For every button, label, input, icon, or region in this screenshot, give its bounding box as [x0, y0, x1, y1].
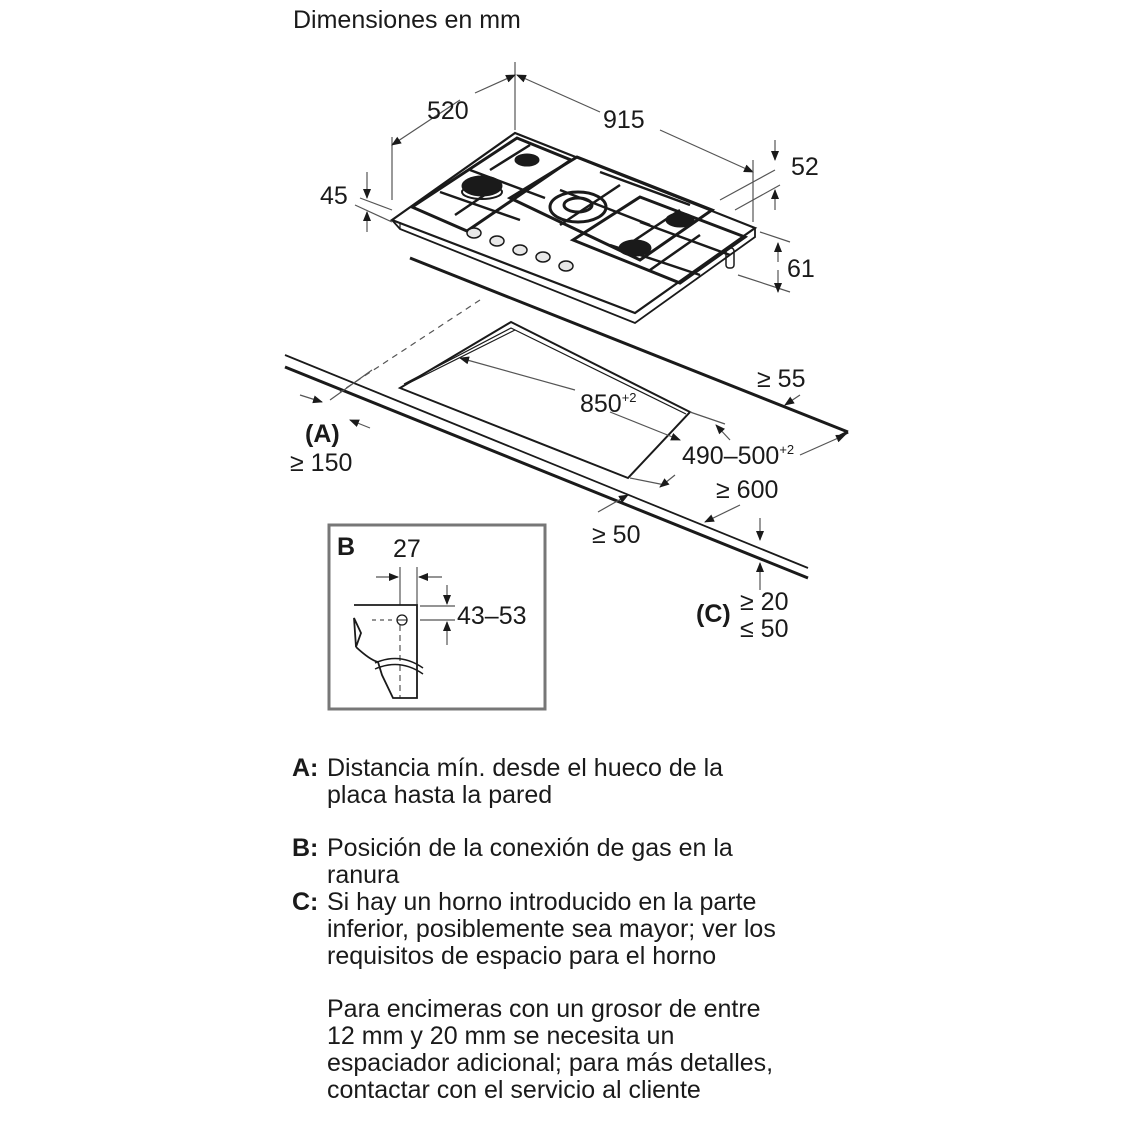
- hob-width-label: 915: [603, 106, 645, 134]
- burner-right-back: [665, 212, 695, 228]
- detail-b-horizontal-label: 27: [393, 535, 421, 563]
- detail-b-panel: B 27 43–53: [327, 523, 547, 711]
- hob-depth-label: 520: [427, 97, 469, 125]
- under-max-label: ≤ 50: [740, 615, 788, 643]
- back-margin-label: ≥ 55: [757, 365, 805, 393]
- burner-right-front: [618, 239, 652, 257]
- cutout-dimensions: [299, 299, 846, 590]
- under-clearance-key: (C): [696, 600, 731, 628]
- front-margin-label: ≥ 50: [592, 521, 640, 549]
- wall-distance-label: ≥ 150: [290, 449, 352, 477]
- spacer-note-text: Para encimeras con un grosor de entre 12…: [327, 995, 774, 1104]
- burner-small-back: [514, 153, 540, 167]
- legend-text-a: Distancia mín. desde el hueco de la plac…: [327, 754, 724, 809]
- wall-distance-key: (A): [305, 420, 340, 448]
- worktop-depth-label: ≥ 600: [716, 476, 778, 504]
- connector-offset-label: 52: [791, 153, 819, 181]
- cutout-depth-label: 490–500+2: [682, 442, 794, 470]
- hob-dimensions: [354, 62, 791, 293]
- detail-b-key: B: [337, 533, 355, 561]
- cutout-length-label: 850+2: [580, 390, 637, 418]
- burner-wok-center: [548, 190, 608, 224]
- legend-key-c: C:: [292, 888, 319, 916]
- under-min-label: ≥ 20: [740, 588, 788, 616]
- legend-text-c: Si hay un horno introducido en la parte …: [327, 888, 776, 970]
- legend-key-b: B:: [292, 834, 319, 862]
- total-height-label: 61: [787, 255, 815, 283]
- hob-height-label: 45: [320, 182, 348, 210]
- legend-text-b: Posición de la conexión de gas en la ran…: [327, 834, 733, 889]
- hob-drawing: [389, 131, 758, 325]
- gas-connector: [725, 247, 735, 269]
- diagram-title: Dimensiones en mm: [293, 6, 521, 34]
- legend-key-a: A:: [292, 754, 319, 782]
- control-knobs: [466, 227, 574, 272]
- detail-b-vertical-label: 43–53: [457, 602, 527, 630]
